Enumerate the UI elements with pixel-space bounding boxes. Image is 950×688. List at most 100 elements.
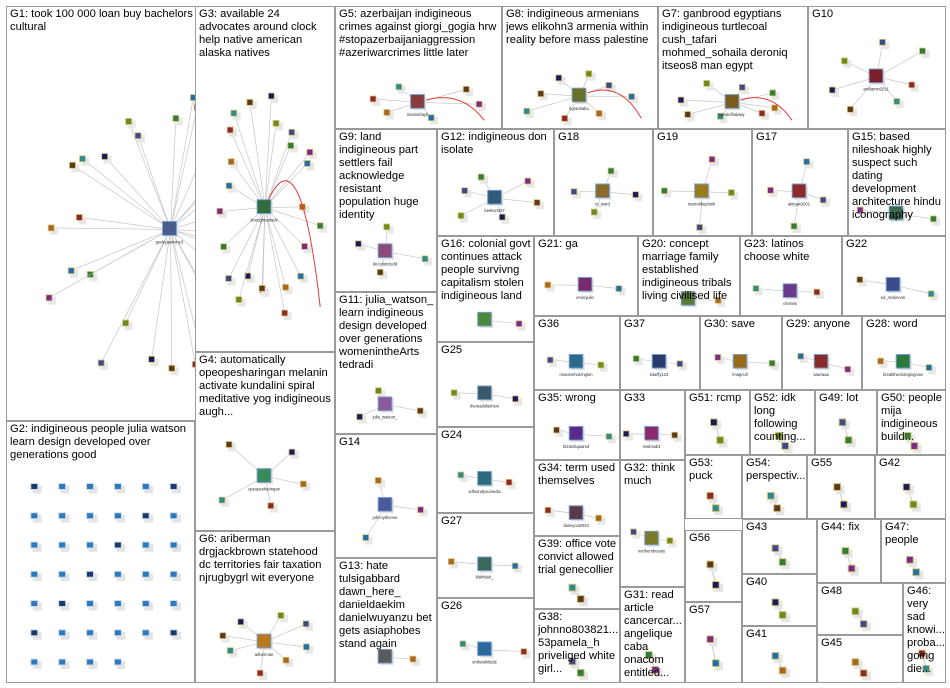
node <box>772 599 779 606</box>
group-g18: m_wardG18 <box>554 129 653 236</box>
isolate-node <box>31 484 38 490</box>
hub-node <box>652 354 666 368</box>
node <box>717 437 724 444</box>
node <box>556 75 562 81</box>
node <box>629 94 635 100</box>
node <box>860 670 867 677</box>
node <box>768 187 774 193</box>
group-g12: beekomt27G12: indigineous don isolate <box>437 129 554 236</box>
group-label: G37 <box>624 318 697 331</box>
isolate-node <box>142 542 149 548</box>
group-label: G39: office vote convict allowed trial g… <box>538 538 617 577</box>
group-g43: G43 <box>742 519 817 574</box>
node <box>707 492 714 499</box>
node <box>458 213 464 219</box>
hub-node <box>569 354 583 368</box>
group-label: G34: term used themselves <box>538 462 617 488</box>
node <box>282 310 288 316</box>
node <box>920 48 926 54</box>
edge <box>171 229 172 368</box>
node <box>102 154 108 160</box>
node <box>534 200 540 206</box>
node <box>68 268 74 274</box>
node <box>547 357 553 363</box>
node <box>417 408 423 414</box>
node <box>428 115 434 121</box>
node <box>661 188 667 194</box>
node <box>478 174 484 180</box>
isolate-node <box>170 571 177 577</box>
isolate-node <box>170 542 177 548</box>
isolate-node <box>142 484 149 490</box>
group-label: G31: read article cancercar... angelique… <box>624 589 682 680</box>
hub-label: realmodi3 <box>643 444 662 449</box>
node <box>715 354 721 360</box>
group-label: G26 <box>441 600 531 613</box>
edge <box>250 102 265 207</box>
node <box>814 289 820 295</box>
hub-node <box>478 386 492 400</box>
node <box>847 106 853 112</box>
node <box>545 507 551 513</box>
isolate-node <box>114 601 121 607</box>
node <box>302 243 308 249</box>
isolate-node <box>59 571 66 577</box>
node <box>220 633 226 639</box>
node <box>357 414 363 420</box>
group-g54: G54: perspectiv... <box>742 455 807 519</box>
node <box>586 71 592 77</box>
group-g28: breakthechangingnowG28: word <box>862 316 946 390</box>
node <box>569 584 576 591</box>
group-g37: lolarfly123G37 <box>620 316 700 390</box>
node <box>710 419 717 426</box>
hub-label: thereadsfashion <box>470 403 500 408</box>
node <box>685 112 691 118</box>
edge <box>171 229 196 364</box>
hub-label: tarekelhalawy <box>719 112 745 117</box>
edge <box>230 130 265 208</box>
hub-label: geekyjasmine3 <box>156 239 184 244</box>
node <box>753 286 759 292</box>
group-g39: G39: office vote convict allowed trial g… <box>534 536 620 609</box>
node <box>842 548 849 555</box>
node <box>231 110 237 116</box>
hub-node <box>645 426 659 440</box>
node <box>463 86 469 92</box>
group-g49: G49: lot <box>815 390 877 455</box>
isolate-node <box>59 542 66 548</box>
hub-label: sdfoundyoumedia <box>468 489 501 494</box>
node <box>217 208 223 214</box>
node <box>772 105 778 111</box>
node <box>226 275 232 281</box>
node <box>707 636 714 643</box>
node <box>577 596 584 603</box>
group-label: G18 <box>558 131 650 144</box>
isolate-node <box>31 571 38 577</box>
edge <box>79 217 170 229</box>
hub-node <box>814 354 828 368</box>
group-g18-graph: m_ward <box>555 130 652 235</box>
node <box>596 515 602 521</box>
group-g32: northernbeautyG32: think much <box>620 460 685 587</box>
isolate-node <box>59 484 66 490</box>
hub-label: julia_watson_ <box>372 414 399 419</box>
node <box>571 189 577 195</box>
node <box>98 360 104 366</box>
node <box>545 282 551 288</box>
node <box>288 143 294 149</box>
node <box>370 96 376 102</box>
group-label: G53: puck <box>689 457 739 483</box>
node <box>712 505 719 512</box>
group-label: G45 <box>821 637 900 650</box>
hub-label: tigranbabu <box>569 106 589 111</box>
node <box>458 472 464 478</box>
hub-node <box>478 471 492 485</box>
hub-node <box>733 354 747 368</box>
node <box>926 365 932 371</box>
node <box>848 565 855 572</box>
isolate-node <box>87 484 94 490</box>
node <box>226 183 232 189</box>
node <box>906 556 913 563</box>
group-g20: G20: concept marriage family established… <box>638 236 740 316</box>
